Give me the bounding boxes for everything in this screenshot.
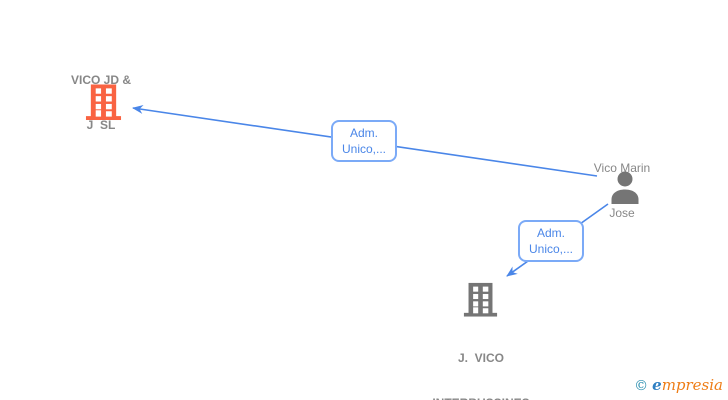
edge-label-adm-unico-2[interactable]: Adm. Unico,...: [517, 220, 585, 262]
edge1-label-line2: Unico,...: [341, 142, 387, 156]
company2-name-line2: INTERBUSSINES: [421, 396, 541, 400]
node-label-company1[interactable]: VICO JD & J SL: [41, 43, 161, 163]
node-label-person[interactable]: Vico Marin Jose: [562, 131, 682, 251]
building-icon[interactable]: [85, 83, 122, 121]
building-icon[interactable]: [463, 281, 498, 318]
edge2-label-line2: Unico,...: [528, 242, 574, 256]
edge1-label-line1: Adm.: [349, 126, 379, 140]
copyright-icon: ©: [634, 378, 649, 394]
person-name-line1: Vico Marin: [593, 161, 651, 175]
node-label-company2[interactable]: J. VICO INTERBUSSINES SL: [421, 321, 541, 400]
empresia-watermark[interactable]: © empresia: [634, 376, 723, 394]
company1-name-line1: VICO JD &: [70, 73, 131, 87]
person-name-line2: Jose: [609, 206, 635, 220]
person-icon[interactable]: [608, 170, 642, 205]
edge-label-adm-unico-1[interactable]: Adm. Unico,...: [330, 120, 398, 162]
edge2-label-line1: Adm.: [536, 226, 566, 240]
company1-name-line2: J SL: [86, 118, 116, 132]
empresia-logo-text: empresia: [652, 376, 723, 394]
company2-name-line1: J. VICO: [457, 351, 504, 365]
